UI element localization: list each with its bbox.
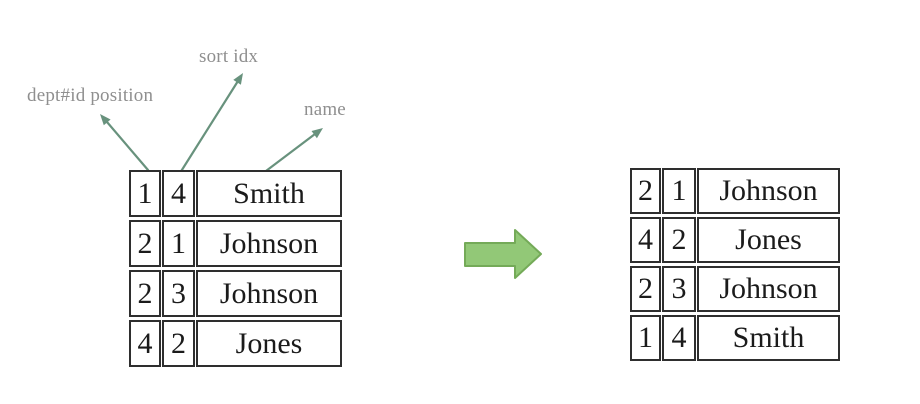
table-cell: 2 — [662, 217, 696, 263]
table-cell: 1 — [162, 220, 195, 267]
table-cell: Jones — [697, 217, 840, 263]
table-cell: 3 — [162, 270, 195, 317]
name-label: name — [304, 99, 346, 120]
table-cell: Johnson — [196, 220, 342, 267]
table-cell: 4 — [662, 315, 696, 361]
table-cell: 2 — [630, 266, 661, 312]
table-cell: Johnson — [196, 270, 342, 317]
dept-id-position-label: dept#id position — [27, 85, 154, 106]
table-cell: 4 — [129, 320, 161, 367]
table-cell: Jones — [196, 320, 342, 367]
table-cell: 2 — [630, 168, 661, 214]
table-cell: 4 — [630, 217, 661, 263]
table-cell: 4 — [162, 170, 195, 217]
pointer-arrow-sort-idx — [178, 73, 243, 175]
table-cell: 2 — [129, 220, 161, 267]
table-cell: 2 — [129, 270, 161, 317]
sort-idx-label: sort idx — [199, 46, 259, 67]
table-cell: 1 — [129, 170, 161, 217]
table-cell: 1 — [662, 168, 696, 214]
pointer-arrow-name — [260, 128, 323, 176]
table-cell: Johnson — [697, 266, 840, 312]
table-cell: 2 — [162, 320, 195, 367]
table-cell: Smith — [697, 315, 840, 361]
transform-arrow-icon — [464, 229, 542, 279]
table-cell: 1 — [630, 315, 661, 361]
table-cell: Smith — [196, 170, 342, 217]
table-cell: Johnson — [697, 168, 840, 214]
table-cell: 3 — [662, 266, 696, 312]
pointer-arrow-dept — [100, 114, 150, 172]
